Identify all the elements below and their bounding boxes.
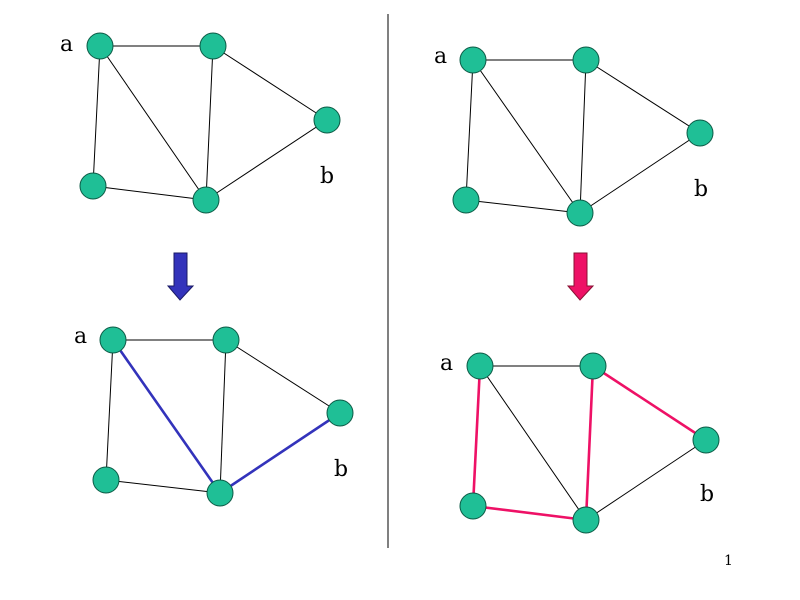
node-g1-top	[199, 32, 227, 60]
edge-g1-top-right	[212, 45, 328, 121]
node-g3-bottom	[206, 479, 234, 507]
node-g2-bottom	[566, 199, 594, 227]
edge-g1-a-left	[92, 45, 101, 187]
node-g1-right	[313, 106, 341, 134]
edge-g3-a-left	[105, 339, 114, 481]
label-b-g4: b	[700, 482, 714, 507]
path-right-seg-1	[471, 504, 588, 522]
edge-g4-bottom-right	[585, 439, 707, 521]
node-g3-left	[92, 466, 120, 494]
edge-g2-a-left	[465, 59, 474, 201]
label-a-g2: a	[434, 44, 447, 69]
edge-g2-top-right	[585, 59, 701, 134]
label-a-g3: a	[74, 324, 87, 349]
node-g2-top	[572, 46, 600, 74]
edge-g2-left-bottom	[465, 199, 581, 214]
edge-g3-top-bottom	[219, 339, 227, 494]
node-g3-right	[326, 399, 354, 427]
path-left-seg-1	[218, 411, 342, 495]
edge-g2-a-bottom	[472, 59, 581, 214]
edge-g3-left-bottom	[105, 479, 221, 494]
node-g3-a	[99, 326, 127, 354]
label-b-g3: b	[334, 457, 348, 482]
down-arrow-icon-left	[166, 252, 195, 301]
node-g4-right	[692, 426, 720, 454]
node-g2-a	[459, 46, 487, 74]
node-g4-left	[459, 492, 487, 520]
label-b-g2: b	[694, 177, 708, 202]
edge-g1-top-bottom	[205, 45, 214, 201]
edge-g1-bottom-right	[205, 119, 328, 201]
path-right-seg-0	[471, 364, 482, 508]
path-right-seg-2	[584, 364, 595, 522]
edge-g3-top-right	[225, 339, 341, 414]
node-g4-a	[466, 352, 494, 380]
node-g1-a	[86, 32, 114, 60]
node-g1-left	[79, 172, 107, 200]
edge-g2-top-bottom	[579, 59, 587, 214]
label-b-g1: b	[320, 164, 334, 189]
node-g2-left	[452, 186, 480, 214]
edge-g4-a-bottom	[479, 365, 587, 521]
node-g4-top	[579, 352, 607, 380]
path-right-seg-3	[591, 364, 708, 442]
label-a-g1: a	[60, 32, 73, 57]
path-left-seg-0	[111, 338, 222, 495]
down-arrow-icon-right	[566, 252, 595, 301]
edge-g2-bottom-right	[579, 132, 701, 214]
node-g3-top	[212, 326, 240, 354]
page-number: 1	[724, 553, 733, 569]
node-g4-bottom	[572, 506, 600, 534]
label-a-g4: a	[440, 351, 453, 376]
edge-g1-left-bottom	[92, 185, 207, 201]
node-g2-right	[686, 119, 714, 147]
edge-g1-a-bottom	[99, 45, 207, 201]
node-g1-bottom	[192, 186, 220, 214]
